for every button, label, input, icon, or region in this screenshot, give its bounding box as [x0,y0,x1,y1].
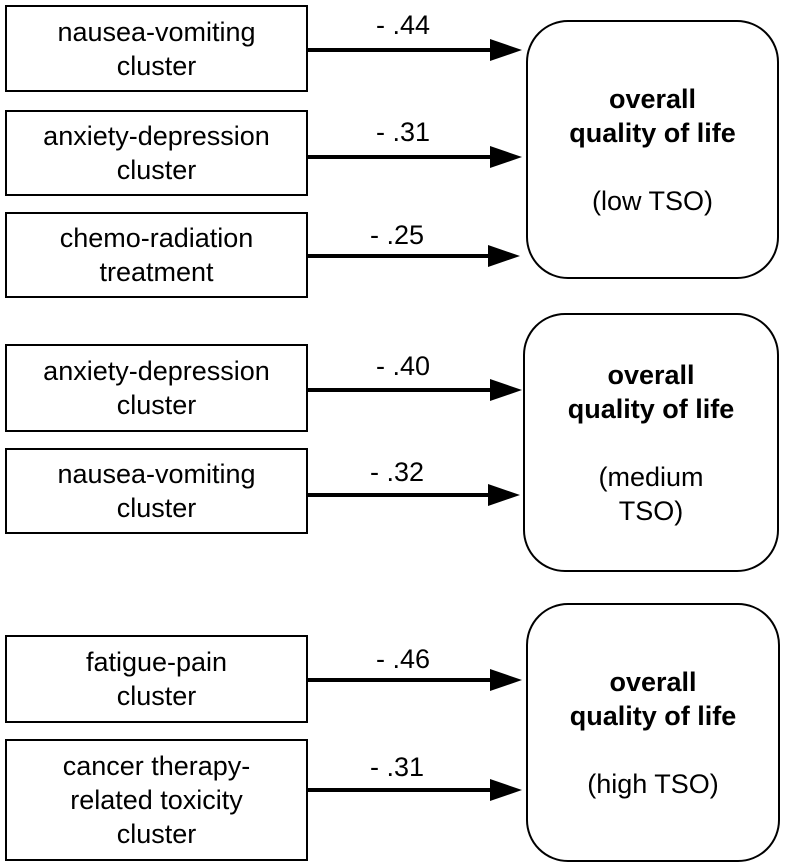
predictor-box-anxiety-depression-low: anxiety-depression cluster [5,110,308,196]
predictor-label-line: fatigue-pain [85,647,228,677]
outcome-sub-line: TSO) [618,495,684,526]
predictor-label-line: nausea-vomiting [57,459,256,489]
predictor-label-line: cluster [116,493,197,523]
predictor-label-line: nausea-vomiting [57,16,256,47]
predictor-label-line: cancer therapy- [62,751,251,781]
predictor-label-line: related toxicity [70,785,243,815]
predictor-box-nausea-vomiting-low: nausea-vomiting cluster [5,5,308,92]
predictor-label-line: chemo-radiation [59,223,254,253]
path-coefficient: - .25 [370,220,425,250]
predictor-label-line: cluster [116,681,197,711]
predictor-box-fatigue-pain-high: fatigue-pain cluster [5,635,308,723]
predictor-label-line: cluster [116,155,197,185]
path-coefficient: - .32 [370,457,425,487]
predictor-label-line: cluster [116,819,197,849]
outcome-sub-line: (low TSO) [591,185,713,216]
arrow-p1-3 [308,245,520,267]
outcome-box-high-tso: overall quality of life (high TSO) [526,603,780,862]
arrow-p1-2 [308,146,522,168]
predictor-label-line: treatment [99,257,214,287]
predictor-label-line: cluster [116,50,197,81]
predictor-label-line: cluster [116,390,197,420]
predictor-label-line: anxiety-depression [43,121,270,151]
arrow-p3-2 [308,779,522,801]
outcome-title-line: quality of life [569,117,736,148]
outcome-sub-line: (high TSO) [587,768,719,799]
arrow-p3-1 [308,669,522,691]
outcome-title-line: quality of life [569,700,737,731]
predictor-label-line: anxiety-depression [43,356,270,386]
path-coefficient: - .40 [376,351,431,381]
outcome-title-line: overall [608,83,697,114]
outcome-box-low-tso: overall quality of life (low TSO) [526,20,779,279]
predictor-box-anxiety-depression-medium: anxiety-depression cluster [5,344,308,432]
arrow-p2-1 [308,379,522,401]
outcome-sub-line: (medium [598,461,704,492]
predictor-box-chemo-radiation-low: chemo-radiation treatment [5,212,308,298]
outcome-title-line: quality of life [567,393,735,424]
predictor-box-nausea-vomiting-medium: nausea-vomiting cluster [5,448,308,534]
outcome-title-line: overall [609,666,697,697]
outcome-title-line: overall [607,359,695,390]
path-coefficient: - .31 [376,117,431,147]
predictor-box-cancer-therapy-toxicity-high: cancer therapy- related toxicity cluster [5,739,308,861]
outcome-box-medium-tso: overall quality of life (medium TSO) [523,313,779,572]
arrow-p2-2 [308,484,520,506]
arrow-p1-1 [308,39,522,61]
path-coefficient: - .46 [376,644,431,674]
path-coefficient: - .31 [370,752,425,782]
path-coefficient: - .44 [376,10,431,40]
